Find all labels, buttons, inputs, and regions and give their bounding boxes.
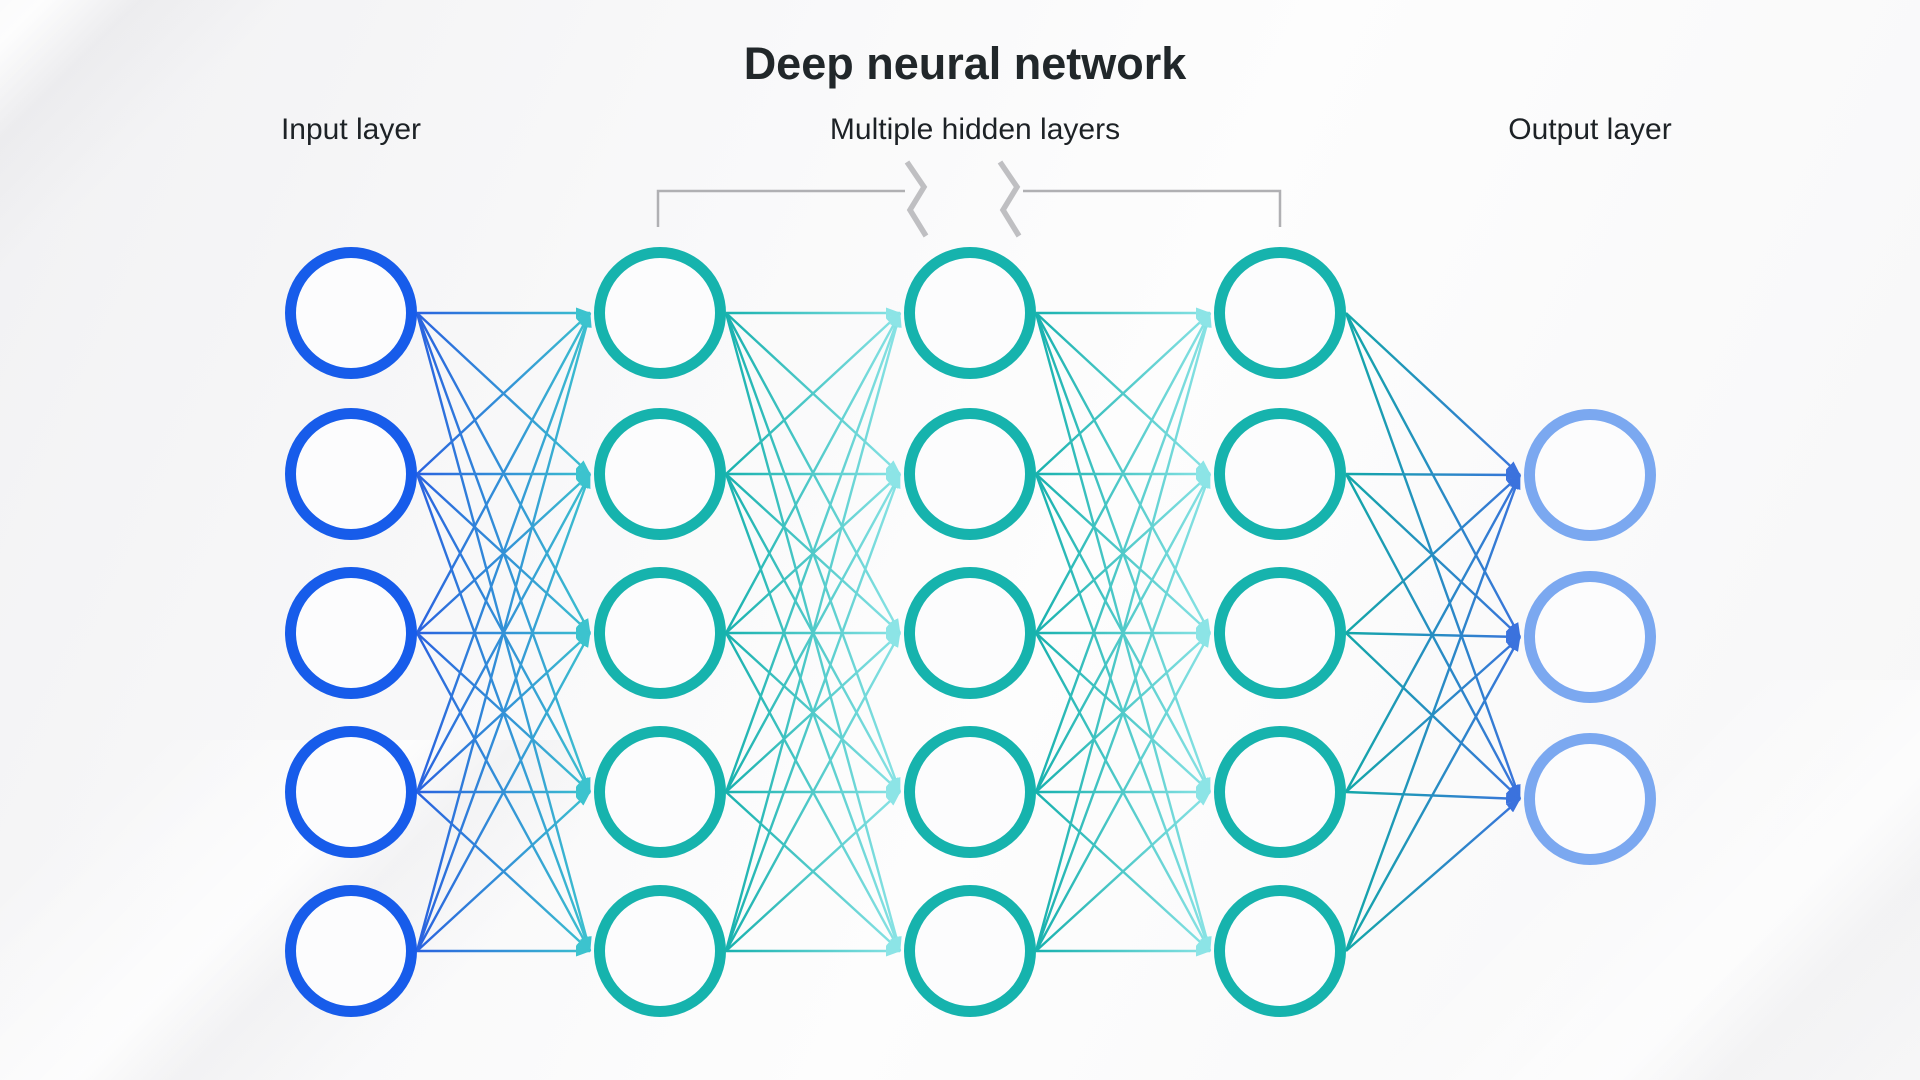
hidden-layer-2-node-3 (904, 567, 1036, 699)
output-layer-node-1 (1524, 409, 1656, 541)
hidden-layer-1-node-4 (594, 726, 726, 858)
hidden-layer-2-nodes (904, 247, 1036, 1017)
hidden-layer-2-node-1 (904, 247, 1036, 379)
hidden-layer-1-node-5 (594, 885, 726, 1017)
connection-arrow (1035, 791, 1211, 952)
bracket-left-segment (656, 189, 905, 227)
output-layer-label: Output layer (1508, 113, 1672, 146)
hidden-layer-2-node-5 (904, 885, 1036, 1017)
input-layer-nodes (285, 247, 417, 1017)
hidden-layer-3-node-2 (1214, 408, 1346, 540)
hidden-layer-3-node-5 (1214, 885, 1346, 1017)
edges-hidden-layer-3-to-output-layer (1344, 312, 1522, 952)
connection-arrow (724, 312, 902, 793)
edges-input-layer-to-hidden-layer-1 (415, 307, 592, 957)
connection-arrow (415, 312, 592, 793)
connection-arrow (415, 312, 592, 634)
connection-arrow (1345, 469, 1521, 481)
input-layer-node-1 (285, 247, 417, 379)
connection-arrow (1345, 798, 1521, 952)
connection-arrow (1345, 474, 1521, 634)
hidden-layer-1-node-3 (594, 567, 726, 699)
bracket-break-mark (904, 160, 929, 238)
input-layer-node-5 (285, 885, 417, 1017)
connection-arrow (416, 791, 591, 952)
bracket-right-segment (1023, 189, 1282, 227)
connection-arrow (1034, 473, 1212, 952)
hidden-layer-3-node-4 (1214, 726, 1346, 858)
connection-arrow (724, 473, 902, 952)
connection-arrow (416, 312, 591, 475)
connection-arrow (415, 473, 592, 952)
hidden-layer-3-node-1 (1214, 247, 1346, 379)
connection-arrow (415, 632, 592, 952)
connection-arrow (1034, 312, 1212, 952)
connection-arrow (725, 791, 901, 952)
hidden-layers-label: Multiple hidden layers (829, 113, 1121, 146)
input-layer-node-2 (285, 408, 417, 540)
connection-arrow (415, 312, 592, 952)
hidden-layer-1-node-1 (594, 247, 726, 379)
hidden-layer-3-node-3 (1214, 567, 1346, 699)
connection-arrow (1345, 312, 1521, 476)
connection-arrow (1344, 473, 1522, 800)
input-layer-node-3 (285, 567, 417, 699)
output-layer-node-2 (1524, 571, 1656, 703)
connection-arrow (1035, 312, 1211, 475)
diagram-title: Deep neural network (743, 38, 1187, 89)
bracket-break-mark (997, 160, 1022, 238)
input-layer-node-4 (285, 726, 417, 858)
connection-arrow (724, 632, 902, 952)
connection-arrow (1344, 474, 1522, 952)
connection-arrow (1344, 474, 1522, 793)
edges-hidden-layer-1-to-hidden-layer-2 (724, 307, 902, 957)
connection-arrow (724, 312, 902, 634)
connection-arrow (1034, 312, 1212, 634)
edges-hidden-layer-2-to-hidden-layer-3 (1034, 307, 1212, 957)
connection-arrow (724, 312, 902, 952)
connection-arrow (1034, 632, 1212, 952)
hidden-layer-3-nodes (1214, 247, 1346, 1017)
hidden-layer-1-node-2 (594, 408, 726, 540)
hidden-layer-2-node-4 (904, 726, 1036, 858)
connection-arrow (725, 312, 901, 475)
connection-arrow (1344, 636, 1522, 952)
hidden-layer-2-node-2 (904, 408, 1036, 540)
output-layer-node-3 (1524, 733, 1656, 865)
hidden-layers-bracket (656, 160, 1282, 238)
input-layer-label: Input layer (280, 113, 422, 146)
hidden-layer-1-nodes (594, 247, 726, 1017)
output-layer-nodes (1524, 409, 1656, 865)
connection-arrow (1034, 312, 1212, 793)
